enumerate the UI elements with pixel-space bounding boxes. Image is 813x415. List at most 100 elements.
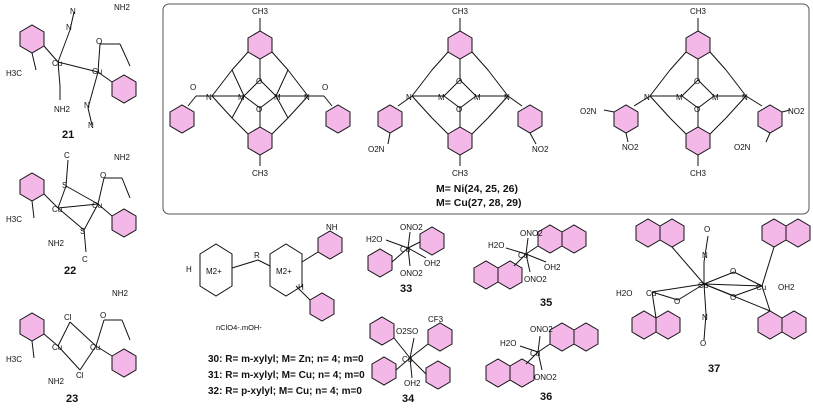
benzoyl-ring bbox=[325, 104, 351, 134]
atom-n: N bbox=[702, 313, 708, 322]
atom-cu: Cu bbox=[400, 245, 410, 254]
atom-o: O bbox=[100, 311, 106, 320]
nitrobenzoyl-ring bbox=[517, 104, 543, 134]
quinazoline-ring bbox=[781, 310, 807, 340]
atom-o2n: O2N bbox=[580, 107, 597, 116]
atom-cu: Cu bbox=[756, 283, 766, 292]
atom-n: N bbox=[84, 101, 90, 110]
atom-o: O bbox=[700, 339, 706, 348]
series-32: 32: R= p-xylyl; M= Cu; n= 4; m=0 bbox=[208, 386, 362, 397]
atom-n: N bbox=[70, 7, 76, 16]
quinazoline-ring bbox=[757, 310, 783, 340]
atom-cu: Cu bbox=[92, 201, 102, 210]
compound-33-structure: Cu ONO2 ONO2 H2O OH2 bbox=[366, 223, 445, 278]
compound-37-structure: Cu Cu Cu H2O OH2 O O O N O N O bbox=[616, 218, 811, 348]
atom-cu: Cu bbox=[518, 251, 528, 260]
atom-nh2: NH2 bbox=[114, 153, 131, 162]
atom-oh2: OH2 bbox=[778, 283, 795, 292]
atom-o: O bbox=[190, 83, 196, 92]
atom-o: O bbox=[456, 105, 462, 114]
pyrazine-ring bbox=[425, 360, 451, 390]
atom-n: N bbox=[644, 93, 650, 102]
atom-h: H bbox=[186, 265, 192, 274]
compound-label-35: 35 bbox=[540, 297, 552, 309]
atom-cu: Cu bbox=[698, 281, 708, 290]
pyridine-ring bbox=[111, 208, 137, 238]
atom-h2o: H2O bbox=[366, 235, 382, 244]
atom-ono2: ONO2 bbox=[400, 223, 423, 232]
atom-c: C bbox=[82, 255, 88, 264]
atom-cu: Cu bbox=[402, 355, 412, 364]
macrocycle-c: CH3 CH3 O O M M N N O2N NO2 NO2 O2N bbox=[580, 7, 805, 178]
atom-cl: Cl bbox=[76, 371, 84, 380]
pyridine-ring bbox=[19, 172, 45, 202]
atom-n: N bbox=[66, 23, 72, 32]
cyclen-ring bbox=[199, 243, 233, 297]
atom-ono2: ONO2 bbox=[530, 325, 553, 334]
cresol-ring-bottom bbox=[447, 126, 473, 156]
compound-21-structure: Cu Cu N O NH2 H3C NH2 N N N bbox=[6, 3, 137, 130]
atom-cu: Cu bbox=[92, 67, 102, 76]
atom-cu: Cu bbox=[90, 343, 100, 352]
cresol-ring-bottom bbox=[685, 126, 711, 156]
atom-ono2: ONO2 bbox=[400, 269, 423, 278]
benzimidazole-ring bbox=[317, 230, 343, 260]
atom-nh2: NH2 bbox=[112, 289, 129, 298]
compound-label-33: 33 bbox=[400, 283, 412, 295]
atom-o: O bbox=[256, 77, 262, 86]
atom-o: O bbox=[704, 225, 710, 234]
pyrazine-ring bbox=[369, 316, 395, 346]
compound-34-structure: Cu O2SO CF3 OH2 bbox=[369, 315, 453, 390]
quinazoline-ring bbox=[761, 218, 787, 248]
atom-ch3: CH3 bbox=[252, 169, 269, 178]
pyrazine-ring bbox=[419, 226, 445, 256]
quinazoline-ring bbox=[509, 358, 535, 388]
nitrobenzoyl-ring bbox=[377, 104, 403, 134]
atom-cl: Cl bbox=[64, 313, 72, 322]
atom-n: N bbox=[88, 121, 94, 130]
atom-oh2: OH2 bbox=[404, 379, 421, 388]
quinazoline-ring bbox=[655, 310, 681, 340]
atom-m: M bbox=[238, 93, 245, 102]
quinazoline-ring bbox=[485, 358, 511, 388]
pyridine-ring bbox=[111, 348, 137, 378]
benzimidazole-ring bbox=[309, 292, 335, 322]
atom-cu: Cu bbox=[646, 289, 656, 298]
compound-label-36: 36 bbox=[540, 391, 552, 403]
atom-n: N bbox=[742, 93, 748, 102]
atom-o: O bbox=[730, 293, 736, 302]
compound-35-structure: Cu ONO2 ONO2 H2O OH2 bbox=[473, 224, 587, 290]
atom-h2o: H2O bbox=[488, 241, 504, 250]
atom-cu: Cu bbox=[52, 59, 62, 68]
atom-m: M bbox=[474, 93, 481, 102]
atom-o: O bbox=[96, 37, 102, 46]
compound-label-34: 34 bbox=[402, 393, 415, 405]
atom-h2o: H2O bbox=[616, 289, 632, 298]
macrocycle-frame bbox=[162, 3, 810, 215]
atom-ono2: ONO2 bbox=[524, 275, 547, 284]
pyridine-ring bbox=[19, 312, 45, 342]
atom-oh2: OH2 bbox=[424, 259, 441, 268]
atom-o: O bbox=[694, 105, 700, 114]
atom-nh2: NH2 bbox=[54, 105, 71, 114]
atom-ono2: ONO2 bbox=[520, 229, 543, 238]
series-30: 30: R= m-xylyl; M= Zn; n= 4; m=0 bbox=[208, 354, 364, 365]
atom-n: N bbox=[406, 93, 412, 102]
atom-n: N bbox=[206, 93, 212, 102]
dinitrobenzoyl-ring bbox=[757, 104, 783, 134]
atom-no2: NO2 bbox=[532, 145, 549, 154]
dinitrobenzoyl-ring bbox=[613, 104, 639, 134]
quinazoline-ring bbox=[631, 310, 657, 340]
counterion-note: nClO4-.mOH- bbox=[216, 323, 262, 332]
atom-cf3: CF3 bbox=[428, 315, 444, 324]
atom-nh2: NH2 bbox=[48, 239, 65, 248]
compound-label-22: 22 bbox=[64, 265, 76, 277]
atom-cu: Cu bbox=[530, 349, 540, 358]
atom-h: H bbox=[298, 283, 304, 292]
compound-label-37: 37 bbox=[708, 363, 720, 375]
macrocycle-b: CH3 CH3 O O M M N N O2N NO2 bbox=[368, 7, 549, 178]
atom-m2: M2+ bbox=[276, 267, 292, 276]
atom-h3c: H3C bbox=[6, 69, 22, 78]
